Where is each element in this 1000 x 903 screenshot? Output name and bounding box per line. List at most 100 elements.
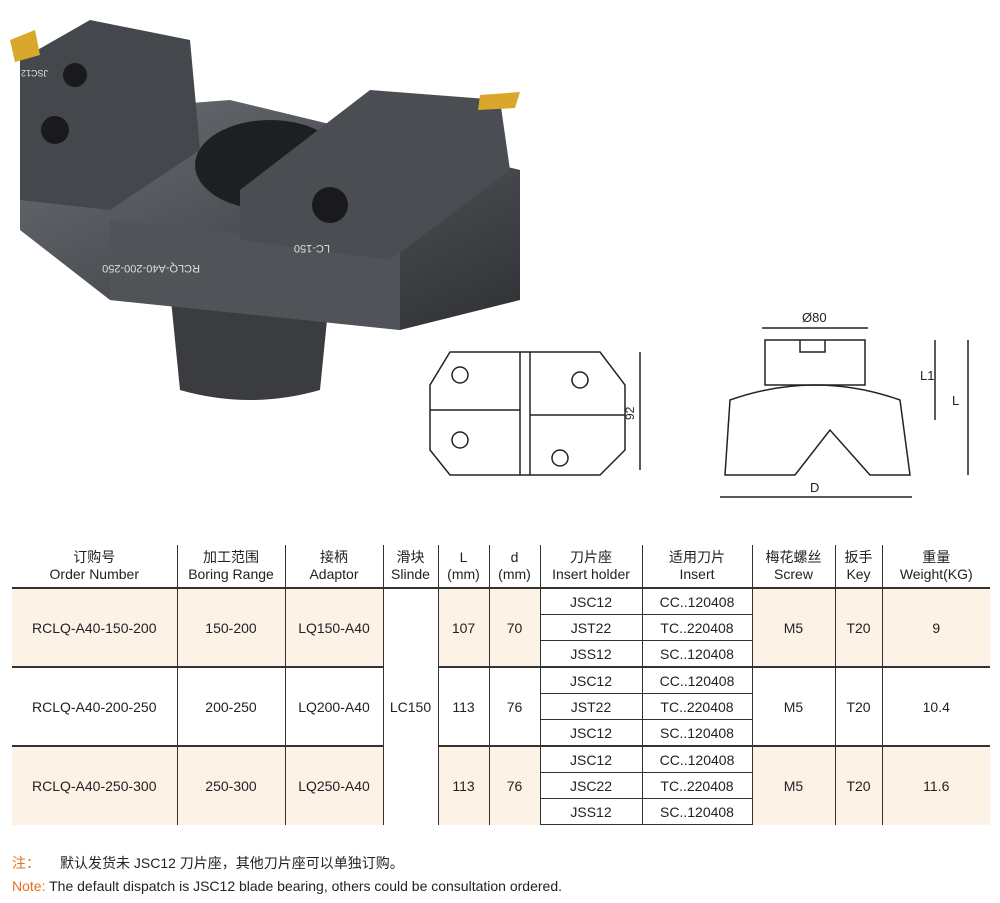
header-cn: 刀片座 <box>570 549 612 565</box>
header-cn: 订购号 <box>73 549 116 565</box>
header-cn: 滑块 <box>396 549 425 565</box>
note-cn-text: 默认发货未 JSC12 刀片座，其他刀片座可以单独订购。 <box>60 855 404 871</box>
insert: TC..220408 <box>641 772 753 799</box>
header-en: Key <box>846 566 871 582</box>
header-cn: d <box>510 549 519 565</box>
insert: SC..120408 <box>641 798 753 825</box>
header-en: Insert holder <box>552 566 630 582</box>
note-en-label: Note: <box>12 878 46 894</box>
column-header: L(mm) <box>437 545 489 589</box>
note-cn: 注： 默认发货未 JSC12 刀片座，其他刀片座可以单独订购。 <box>12 853 404 873</box>
diameter-d: 76 <box>488 666 540 746</box>
side-view-diagram: Ø80 L1 L D <box>720 310 969 498</box>
key: T20 <box>834 745 882 825</box>
header-cn: 梅花螺丝 <box>765 549 822 565</box>
length-l: 107 <box>437 588 489 667</box>
adaptor: LQ200-A40 <box>284 666 383 746</box>
l1-label: L1 <box>920 368 934 383</box>
insert: CC..120408 <box>641 666 753 694</box>
header-en: Boring Range <box>188 566 274 582</box>
note-en-text: The default dispatch is JSC12 blade bear… <box>49 878 562 894</box>
boring-range: 250-300 <box>176 745 285 825</box>
insert: TC..220408 <box>641 614 753 641</box>
product-photo: RCLQ-A40-200-250 LC-150 JSC12 <box>10 20 520 400</box>
order-number: RCLQ-A40-150-200 <box>12 588 177 667</box>
slide-engraving: LC-150 <box>294 242 330 254</box>
insert: CC..120408 <box>641 587 753 615</box>
insert: CC..120408 <box>641 745 753 773</box>
header-en: Weight(KG) <box>899 566 973 582</box>
slinde: LC150 <box>382 588 438 825</box>
boring-range: 150-200 <box>176 588 285 667</box>
height-label: 92 <box>623 406 637 420</box>
insert-holder: JSS12 <box>539 640 643 668</box>
header-cn: 重量 <box>922 549 951 565</box>
header-cn: 加工范围 <box>203 549 259 565</box>
header-en: Order Number <box>49 566 139 582</box>
header-cn: 扳手 <box>844 549 873 565</box>
key: T20 <box>834 588 882 667</box>
weight: 9 <box>881 588 990 667</box>
boring-range: 200-250 <box>176 666 285 746</box>
l-label: L <box>952 393 959 408</box>
insert-holder: JST22 <box>539 614 643 641</box>
insert-holder: JSC22 <box>539 772 643 799</box>
screw: M5 <box>751 666 835 746</box>
screw: M5 <box>751 745 835 825</box>
order-number: RCLQ-A40-200-250 <box>12 666 177 746</box>
diameter-d: 70 <box>488 588 540 667</box>
diameter-d: 76 <box>488 745 540 825</box>
header-cn: L <box>459 549 468 565</box>
insert: SC..120408 <box>641 640 753 668</box>
header-en: Insert <box>679 566 715 582</box>
insert-holder: JSC12 <box>539 745 643 773</box>
header-en: Screw <box>774 566 813 582</box>
header-en: (mm) <box>498 566 531 582</box>
header-cn: 接柄 <box>320 549 348 565</box>
note-en: Note: The default dispatch is JSC12 blad… <box>12 878 562 894</box>
weight: 11.6 <box>881 745 990 825</box>
adaptor: LQ150-A40 <box>284 588 383 667</box>
header-cn: 适用刀片 <box>669 549 725 565</box>
header-en: Slinde <box>391 566 430 582</box>
model-engraving: RCLQ-A40-200-250 <box>102 262 200 274</box>
length-l: 113 <box>437 666 489 746</box>
weight: 10.4 <box>881 666 990 746</box>
insert-holder: JST22 <box>539 693 643 720</box>
diameter-label: Ø80 <box>802 310 827 325</box>
adaptor: LQ250-A40 <box>284 745 383 825</box>
insert-holder: JSS12 <box>539 798 643 825</box>
note-cn-label: 注： <box>12 855 40 871</box>
insert-holder: JSC12 <box>539 719 643 747</box>
header-en: (mm) <box>447 566 480 582</box>
holder-engraving: JSC12 <box>21 68 48 78</box>
order-number: RCLQ-A40-250-300 <box>12 745 177 825</box>
insert-holder: JSC12 <box>539 587 643 615</box>
d-label: D <box>810 480 819 495</box>
insert-holder: JSC12 <box>539 666 643 694</box>
top-view-diagram: 92 <box>429 351 641 476</box>
insert: SC..120408 <box>641 719 753 747</box>
column-header: d(mm) <box>488 545 540 589</box>
screw: M5 <box>751 588 835 667</box>
header-en: Adaptor <box>309 566 359 582</box>
key: T20 <box>834 666 882 746</box>
